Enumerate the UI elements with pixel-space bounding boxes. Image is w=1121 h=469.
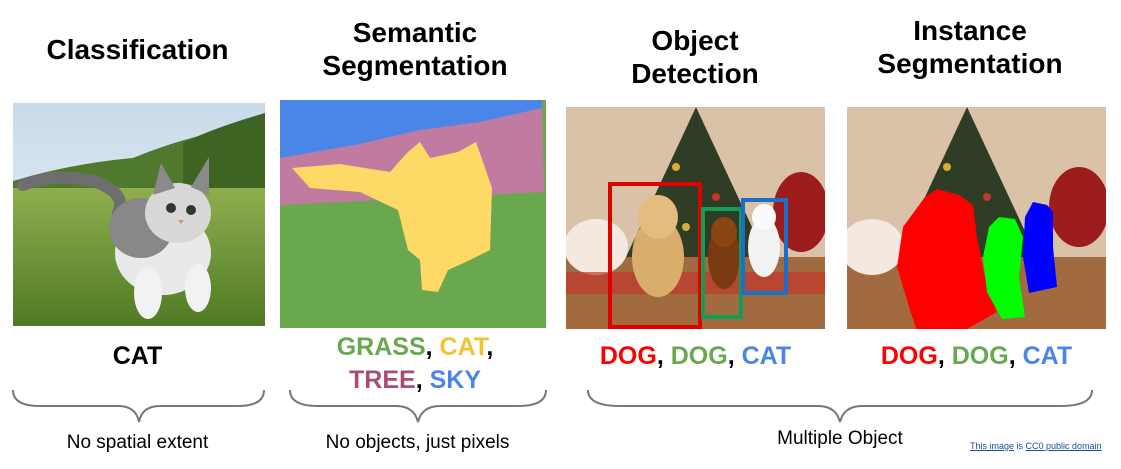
instance-mask-cat bbox=[1023, 202, 1057, 293]
brace-semantic bbox=[289, 389, 547, 423]
label-segment: , bbox=[425, 333, 440, 361]
label-segment: GRASS bbox=[336, 333, 426, 361]
title-semantic-segmentation: Semantic Segmentation bbox=[322, 17, 508, 81]
label-segment: DOG bbox=[880, 342, 938, 370]
label-instance: DOG, DOG, CAT bbox=[847, 340, 1106, 373]
label-semantic: GRASS, CAT, TREE, SKY bbox=[280, 331, 550, 397]
title-instance-segmentation: Instance Segmentation bbox=[877, 15, 1063, 79]
segment-cat bbox=[292, 142, 492, 292]
kitten-photo bbox=[13, 103, 265, 326]
label-segment: SKY bbox=[429, 366, 481, 394]
caption-multiple-object: Multiple Object bbox=[777, 428, 903, 449]
credit-link-license[interactable]: CC0 public domain bbox=[1025, 441, 1102, 451]
instance-mask-dog-2 bbox=[983, 217, 1025, 319]
label-segment: , bbox=[1008, 342, 1023, 370]
label-segment: , bbox=[656, 342, 671, 370]
grouping-braces bbox=[12, 389, 1093, 423]
caption-no-objects: No objects, just pixels bbox=[325, 432, 510, 453]
segment-sky bbox=[280, 100, 542, 158]
label-segment: CAT bbox=[439, 333, 487, 361]
title-object-detection: Object Detection bbox=[631, 25, 759, 89]
caption-no-spatial-extent: No spatial extent bbox=[66, 432, 209, 453]
label-segment: DOG bbox=[670, 342, 728, 370]
label-segment: TREE bbox=[349, 366, 416, 394]
label-segment: DOG bbox=[951, 342, 1009, 370]
bounding-box-dog-1 bbox=[608, 182, 702, 329]
bounding-box-cat bbox=[741, 198, 788, 295]
label-segment: CAT bbox=[741, 342, 792, 370]
label-segment: CAT bbox=[1022, 342, 1073, 370]
dogs-cat-photo-instance bbox=[847, 107, 1106, 329]
image-credit: This image is CC0 public domain bbox=[970, 441, 1120, 451]
label-segment: DOG bbox=[599, 342, 657, 370]
label-segment: , bbox=[937, 342, 952, 370]
instance-mask-dog-1 bbox=[897, 189, 997, 329]
title-classification: Classification bbox=[46, 34, 229, 65]
dogs-cat-photo-detection bbox=[566, 107, 825, 329]
semantic-segmentation-map bbox=[280, 100, 546, 328]
brace-multiple-object bbox=[587, 389, 1093, 423]
credit-text: is bbox=[1014, 441, 1026, 451]
label-segment: , bbox=[727, 342, 742, 370]
label-segment: , bbox=[415, 366, 430, 394]
credit-link-image[interactable]: This image bbox=[970, 441, 1015, 451]
label-detection: DOG, DOG, CAT bbox=[566, 340, 825, 373]
label-classification: CAT bbox=[15, 340, 260, 373]
label-segment: CAT bbox=[112, 342, 163, 370]
brace-classification bbox=[12, 389, 265, 423]
label-segment: , bbox=[486, 333, 494, 361]
